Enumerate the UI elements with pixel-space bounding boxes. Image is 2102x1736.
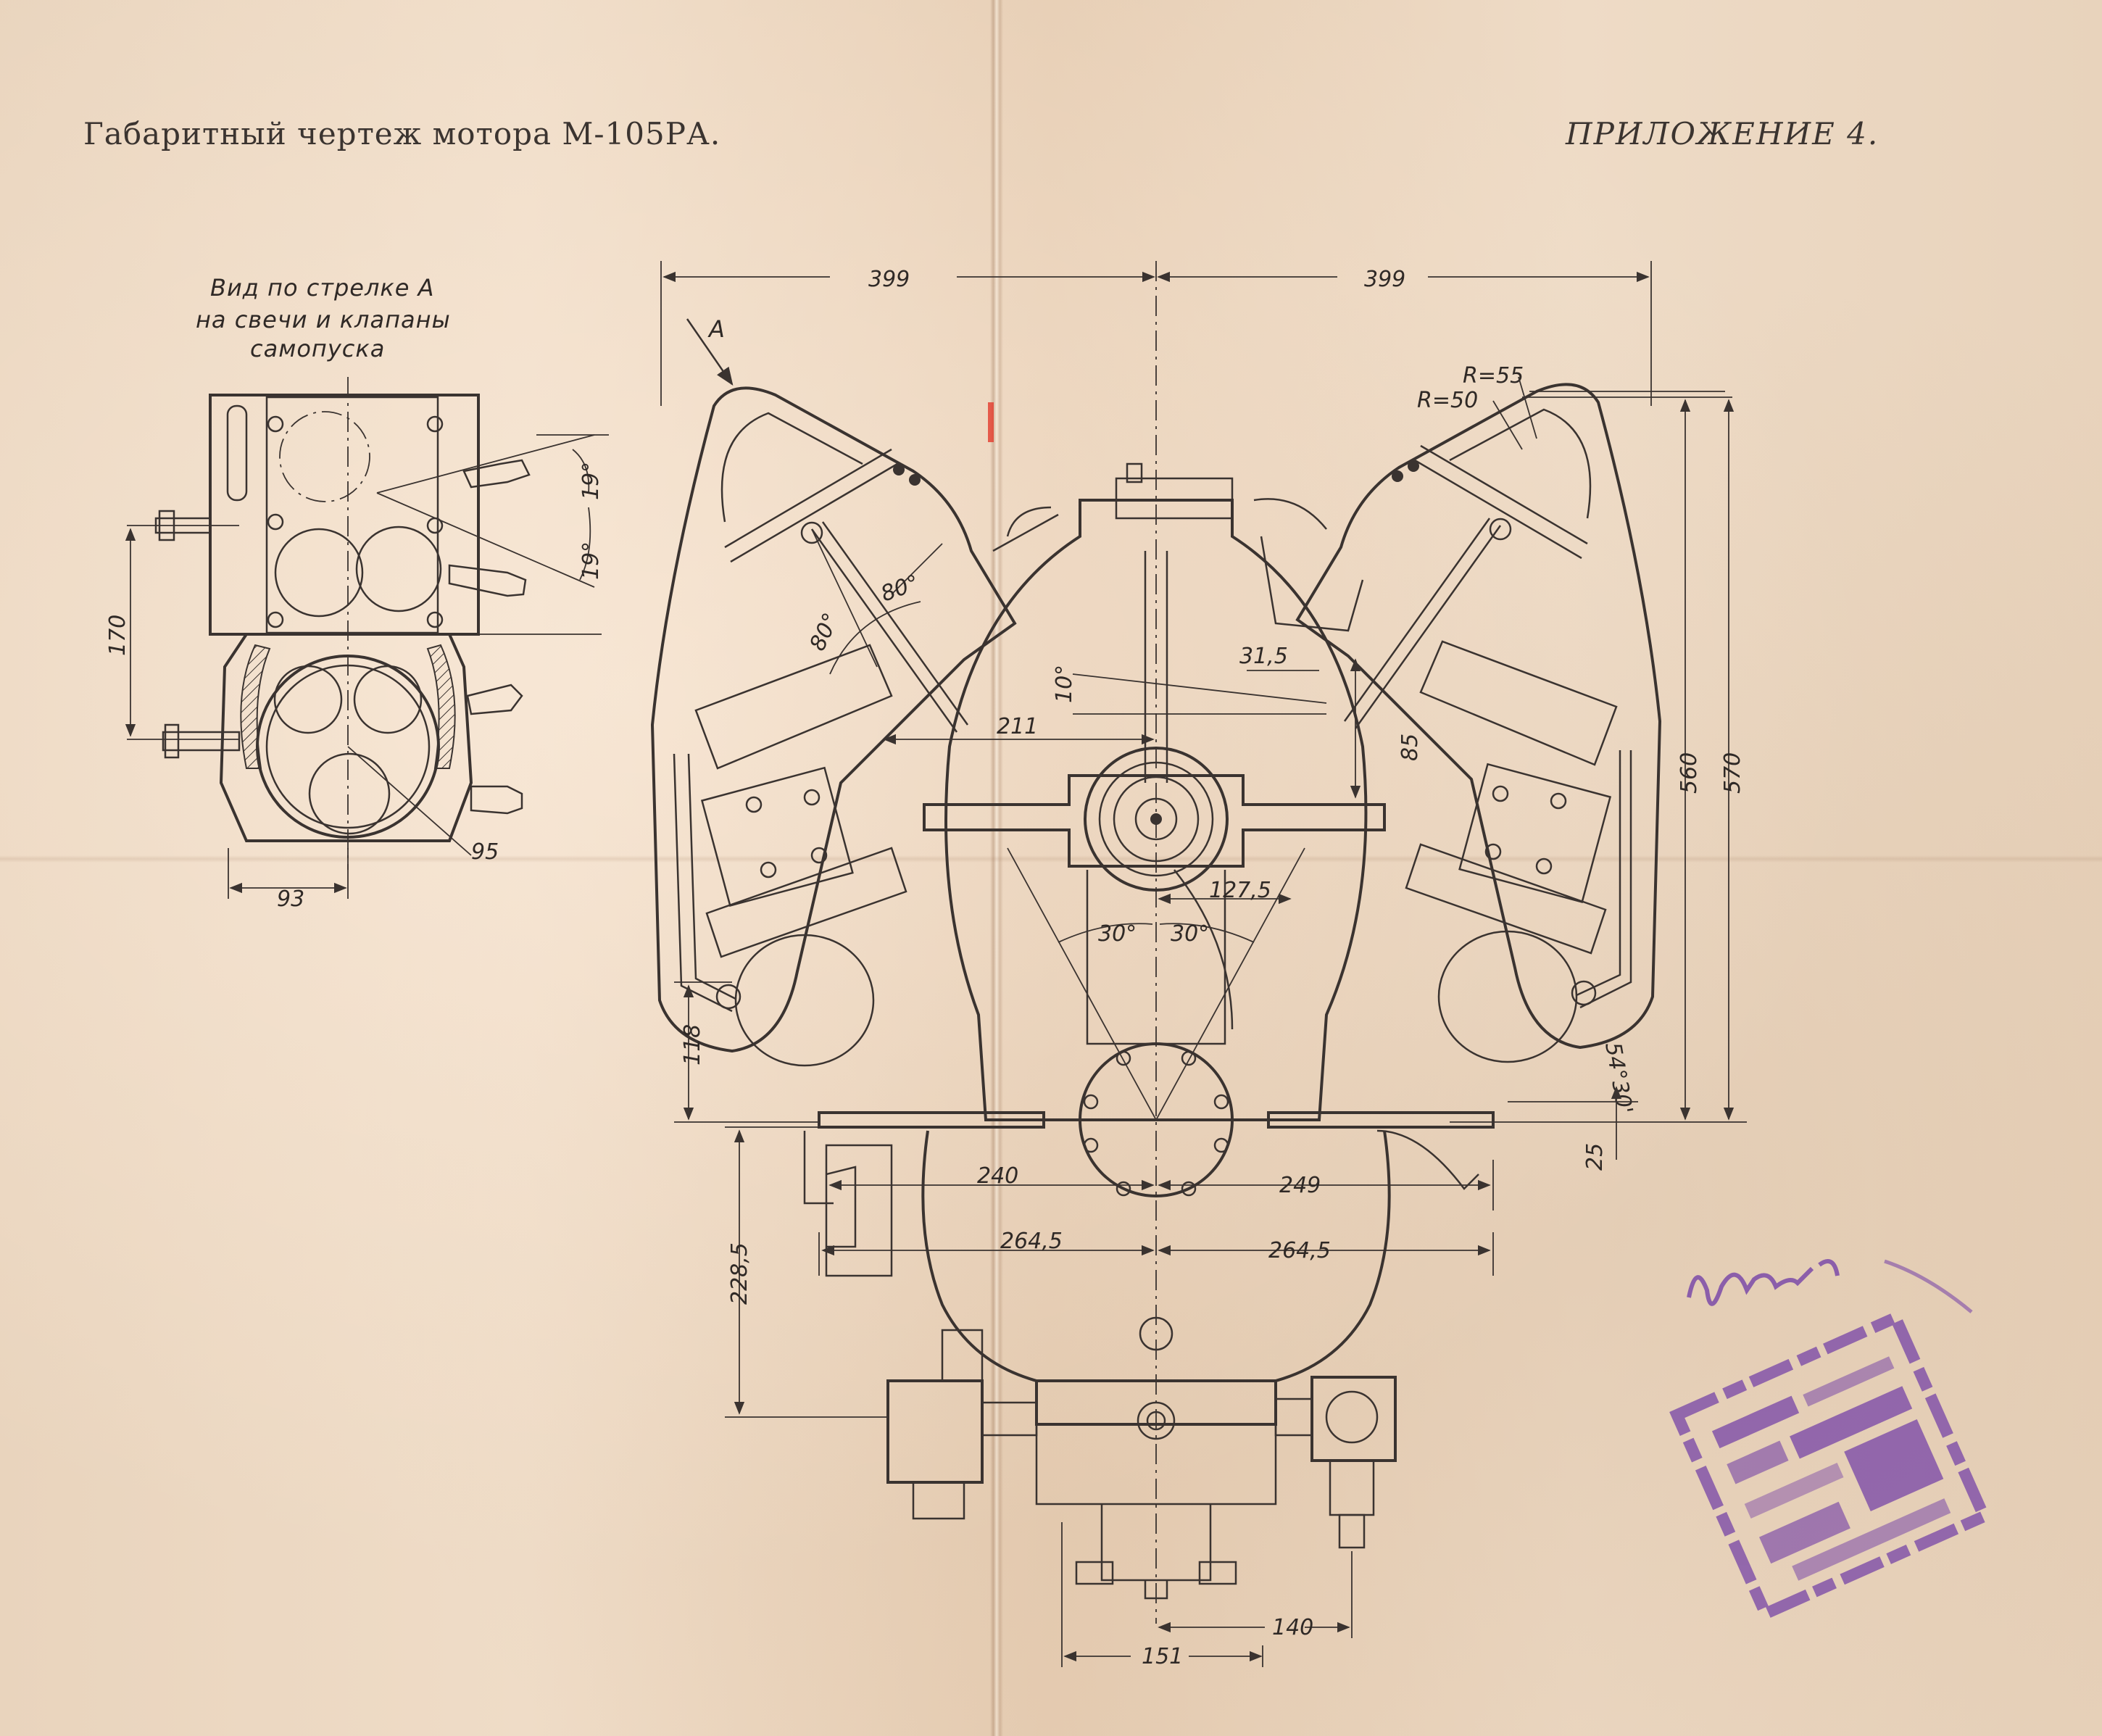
dim-211: 211: [997, 714, 1038, 739]
dim-570: 570: [1720, 752, 1745, 794]
dim-140: 140: [1272, 1615, 1313, 1640]
dim-r55: R=55: [1463, 363, 1524, 389]
angle-80-b: 80°: [878, 570, 923, 607]
dim-399-left: 399: [868, 267, 910, 292]
reduction-gear-housing: [944, 499, 1368, 1121]
dim-228-5: 228,5: [727, 1242, 752, 1305]
dim-r50: R=50: [1417, 388, 1478, 413]
accessory-drive-plate: [1079, 1042, 1234, 1197]
gearbox-flange: [923, 774, 1386, 868]
angle-30-left: 30°: [1098, 921, 1137, 947]
archive-stamp: [1669, 1259, 1992, 1621]
dim-85: 85: [1397, 734, 1423, 761]
prop-shaft-hub: [1084, 747, 1229, 892]
view-arrow-a: [686, 318, 734, 386]
inset-angle-19a: 19°: [578, 462, 604, 500]
inset-cylinder-section: [219, 633, 473, 842]
angle-30-right: 30°: [1171, 921, 1209, 947]
red-ink-mark: [988, 402, 994, 442]
main-view: 399 399 А 80° 80°: [650, 261, 1747, 1669]
dim-151: 151: [1142, 1644, 1183, 1669]
right-accessory: [1310, 1376, 1397, 1462]
inset-dim-95: 95: [471, 839, 499, 865]
dim-31-5: 31,5: [1239, 644, 1288, 669]
inset-dim-93: 93: [277, 886, 304, 912]
arrow-label-a: А: [707, 315, 726, 343]
appendix-label: ПРИЛОЖЕНИЕ 4.: [1566, 116, 1879, 151]
dim-249: 249: [1279, 1173, 1321, 1198]
drawing-title: Габаритный чертеж мотора М-105РА.: [83, 116, 721, 151]
dim-240: 240: [977, 1163, 1018, 1189]
dim-560: 560: [1677, 752, 1702, 794]
left-accessory: [886, 1379, 984, 1484]
dim-264-5-right: 264,5: [1268, 1238, 1331, 1263]
dim-25: 25: [1582, 1143, 1608, 1171]
dim-264-5-left: 264,5: [1000, 1229, 1063, 1254]
inset-caption-2: на свечи и клапаны: [196, 306, 451, 333]
angle-10: 10°: [1052, 665, 1077, 703]
dim-399-right: 399: [1364, 267, 1405, 292]
inset-dim-170: 170: [105, 615, 130, 656]
inset-angle-19b: 19°: [578, 541, 604, 580]
dim-118: 118: [680, 1024, 705, 1066]
angle-80-a: 80°: [805, 609, 844, 655]
horizontal-fold: [0, 855, 2102, 863]
inset-caption-3: самопуска: [250, 335, 385, 362]
inset-caption-1: Вид по стрелке А: [210, 274, 434, 302]
inset-view: Вид по стрелке А на свечи и клапаны само…: [105, 274, 609, 912]
dim-127-5: 127,5: [1209, 878, 1271, 903]
angle-54-30: 54°30': [1600, 1040, 1637, 1116]
